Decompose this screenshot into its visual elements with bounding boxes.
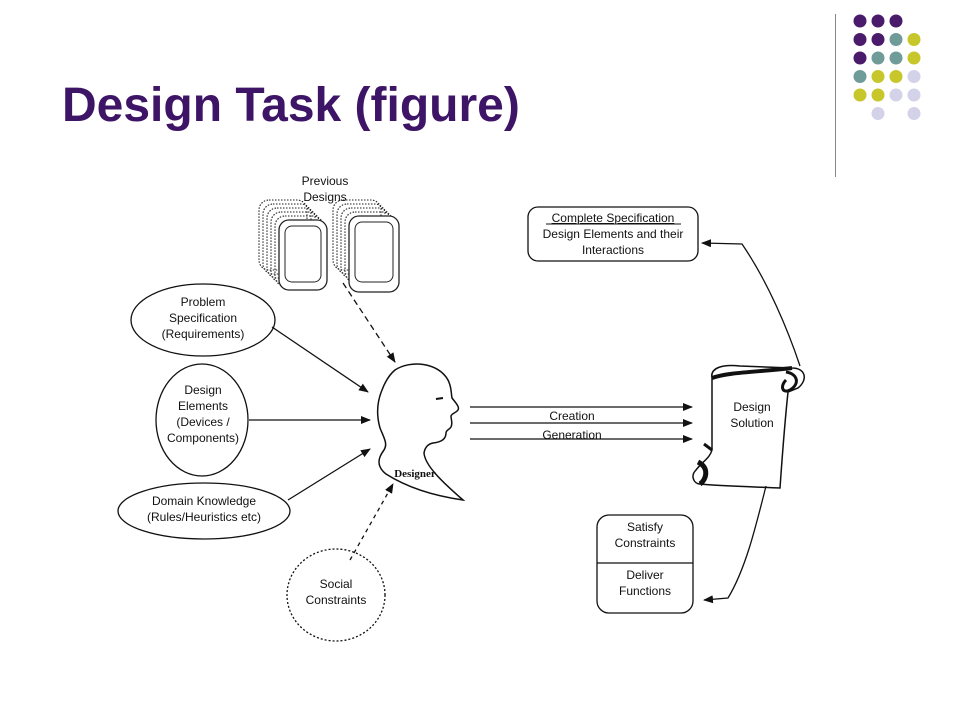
domain-knowledge-line-1: Domain Knowledge — [152, 494, 256, 508]
decorative-dot — [889, 70, 903, 83]
decorative-dot — [853, 88, 867, 102]
complete-spec-line-2: Design Elements and their — [543, 227, 684, 241]
constraints-line-1: Satisfy — [627, 520, 663, 534]
decorative-dot — [871, 51, 885, 65]
previous-designs-label-2: Designs — [303, 190, 346, 204]
social-constraints-node: Social Constraints — [286, 548, 386, 642]
decorative-dot — [853, 51, 867, 65]
domain-knowledge-line-2: (Rules/Heuristics etc) — [147, 510, 261, 524]
decorative-dot — [889, 33, 903, 46]
problem-spec-line-2: Specification — [169, 311, 237, 325]
problem-spec-line-3: (Requirements) — [162, 327, 245, 341]
decorative-dot-grid — [853, 14, 921, 120]
decorative-dot — [853, 70, 867, 83]
decorative-dot — [871, 70, 885, 83]
arrow-domain-to-designer — [287, 448, 371, 501]
previous-designs-node: Previous Designs — [258, 174, 400, 293]
domain-knowledge-node: Domain Knowledge (Rules/Heuristics etc) — [117, 482, 291, 540]
constraints-line-3: Deliver — [626, 568, 663, 582]
design-solution-node: Design Solution — [692, 364, 805, 489]
social-constraints-line-2: Constraints — [306, 593, 367, 607]
design-elements-line-1: Design — [184, 383, 221, 397]
generation-label: Generation — [542, 428, 601, 442]
decorative-dot — [871, 14, 885, 28]
problem-spec-line-1: Problem — [181, 295, 226, 309]
constraints-line-4: Functions — [619, 584, 671, 598]
previous-designs-label-1: Previous — [302, 174, 349, 188]
arrow-problem-to-designer — [271, 326, 369, 393]
decorative-dot — [871, 88, 885, 102]
creation-label: Creation — [549, 409, 594, 423]
design-elements-line-4: Components) — [167, 431, 239, 445]
decorative-dot — [907, 70, 921, 83]
arrow-solution-to-spec — [701, 239, 801, 367]
arrow-social-to-designer — [349, 483, 394, 561]
decorative-dot — [889, 88, 903, 102]
design-solution-line-2: Solution — [730, 416, 773, 430]
designer-label: Designer — [394, 468, 436, 480]
title-divider — [835, 14, 836, 177]
complete-specification-node: Complete Specification Design Elements a… — [527, 206, 699, 262]
designer-figure: Designer — [376, 363, 466, 502]
design-elements-line-2: Elements — [178, 399, 228, 413]
social-constraints-line-1: Social — [320, 577, 353, 591]
decorative-dot — [889, 51, 903, 65]
constraints-functions-node: Satisfy Constraints Deliver Functions — [596, 514, 694, 614]
decorative-dot — [907, 33, 921, 46]
decorative-dot — [853, 14, 867, 28]
decorative-dot — [907, 107, 921, 120]
complete-spec-line-1: Complete Specification — [552, 211, 675, 225]
constraints-line-2: Constraints — [615, 536, 676, 550]
design-elements-node: Design Elements (Devices / Components) — [155, 363, 249, 477]
decorative-dot — [871, 33, 885, 46]
arrow-previous-to-designer — [342, 282, 396, 363]
decorative-dot — [853, 33, 867, 46]
decorative-dot — [889, 14, 903, 28]
problem-specification-node: Problem Specification (Requirements) — [130, 283, 276, 357]
complete-spec-line-3: Interactions — [582, 243, 644, 257]
arrow-solution-to-constraints — [703, 485, 767, 604]
slide-title: Design Task (figure) — [62, 79, 520, 132]
decorative-dot — [871, 107, 885, 120]
decorative-dot — [907, 51, 921, 65]
decorative-dot — [907, 88, 921, 102]
design-elements-line-3: (Devices / — [176, 415, 230, 429]
design-solution-line-1: Design — [733, 400, 770, 414]
